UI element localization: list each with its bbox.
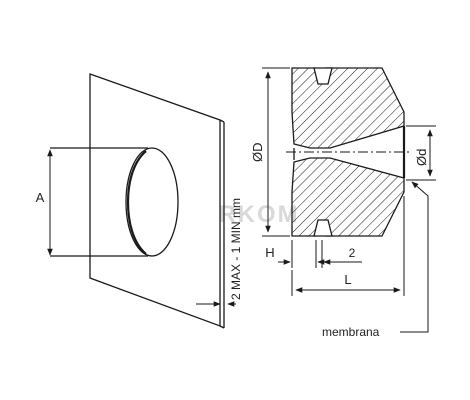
label-l: L [344, 272, 351, 287]
label-inner-diameter: Ød [414, 149, 429, 166]
section-lower [291, 157, 405, 237]
grommet-section [286, 67, 410, 237]
label-a: A [36, 190, 45, 205]
dimension-outer-diameter [262, 67, 290, 237]
membrane-leader [400, 181, 429, 333]
label-groove-width: 2 [349, 246, 356, 260]
dimension-l [291, 196, 405, 296]
dimension-inner-diameter [406, 125, 436, 181]
panel-view [50, 73, 225, 329]
section-upper [291, 67, 405, 149]
grommet-body [50, 147, 148, 257]
label-membrane: membrana [322, 325, 380, 339]
grommet-face [125, 147, 179, 257]
label-panel-thickness: 2 MAX - 1 MIN mm [229, 198, 243, 300]
dimension-groove [321, 240, 362, 268]
label-h: H [265, 245, 274, 260]
dimension-panel-thickness [196, 298, 236, 310]
label-outer-diameter: ØD [250, 143, 265, 163]
